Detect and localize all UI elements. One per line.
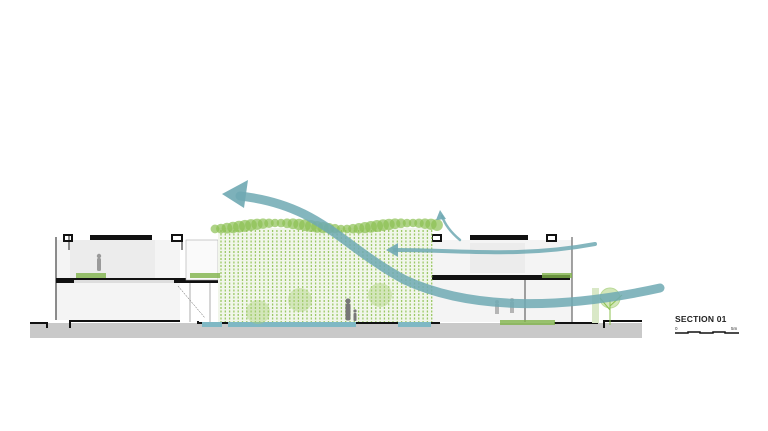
- scale-bar: [675, 331, 739, 334]
- ground-line: [30, 320, 642, 328]
- section-title: SECTION 01: [675, 314, 727, 324]
- person-silhouette: [96, 253, 102, 271]
- left-building: [55, 234, 226, 322]
- right-building: [431, 234, 623, 325]
- courtyard-people: [345, 298, 357, 321]
- wind-arrow-main: [235, 191, 665, 309]
- ground-band: [30, 323, 642, 338]
- water-pools: [202, 322, 431, 327]
- scale-start-label: 0: [675, 326, 678, 331]
- arrow-heads: [222, 180, 446, 257]
- green-wall: [76, 218, 572, 325]
- scale-end-label: 5m: [731, 326, 738, 331]
